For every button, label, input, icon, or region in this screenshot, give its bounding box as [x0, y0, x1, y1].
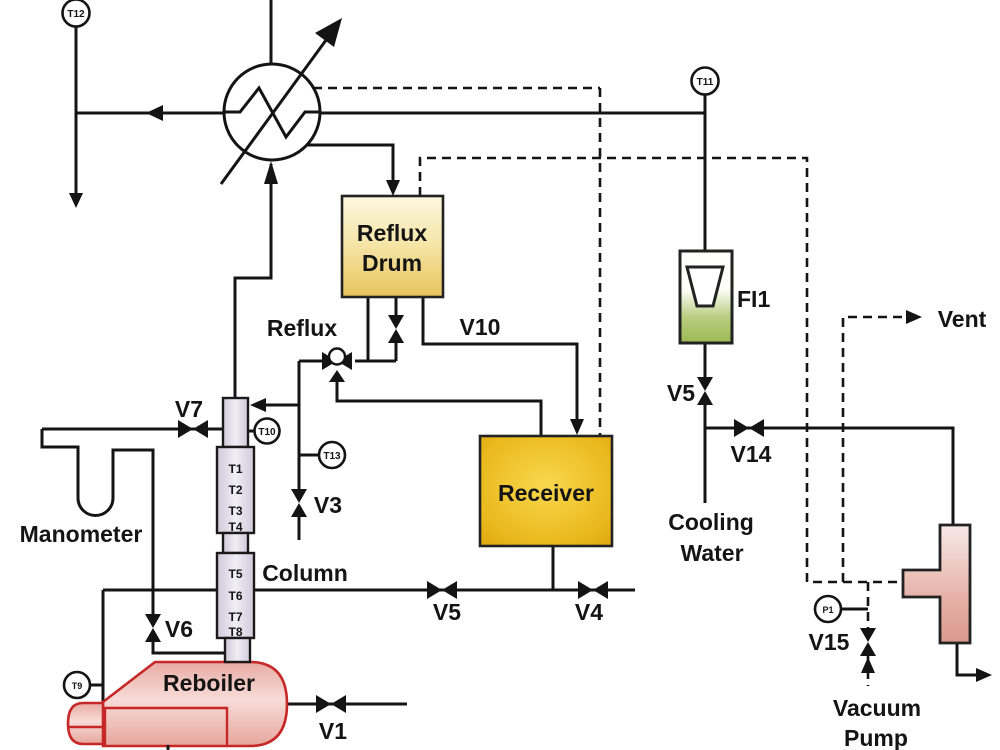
column-neck-top: [221, 396, 250, 449]
v15-label: V15: [809, 629, 850, 655]
t9-label: T9: [72, 681, 83, 691]
reflux-drum-label-2: Drum: [362, 250, 422, 276]
rotameter-float-tube: [685, 265, 725, 308]
pipe-drum-out-mid: [355, 297, 398, 363]
column-sensor-labels: T1 T2 T3 T4 T5 T6 T7 T8: [228, 462, 242, 639]
sensor-t1: T1: [228, 462, 242, 476]
column-neck-bottom: [223, 636, 252, 664]
pipe-v6-to-column: [151, 641, 225, 655]
sensor-t6: T6: [228, 589, 242, 603]
column-section-lower: [215, 551, 256, 640]
sensor-t4: T4: [228, 520, 242, 534]
valve-v5-bottom: [427, 581, 457, 599]
instrument-t11: T11: [690, 66, 720, 96]
instrument-t13: T13: [317, 440, 347, 470]
sensor-t8: T8: [228, 625, 242, 639]
receiver: [478, 434, 614, 548]
arrow-drain-down: [69, 193, 83, 208]
sensor-t7: T7: [228, 610, 242, 624]
sensor-t2: T2: [228, 483, 242, 497]
condenser-diagonal-arrow: [315, 18, 342, 47]
condenser-diagonal: [219, 35, 331, 185]
pipe-condensate-to-drum: [307, 143, 395, 190]
dashed-vent-line: [841, 315, 906, 582]
arrow-ejector-out: [976, 668, 992, 682]
t13-label: T13: [323, 451, 341, 462]
valve-v14: [734, 419, 764, 437]
reboiler-inner-shell: [103, 706, 229, 746]
pipes-solid: [40, 0, 984, 706]
equipment: [66, 18, 972, 750]
sensor-t5: T5: [228, 567, 242, 581]
instrument-t12: T12: [61, 0, 91, 28]
v4-label: V4: [575, 599, 603, 625]
valves: [145, 315, 876, 713]
pipe-column-vapor: [233, 164, 273, 399]
flow-arrows: [69, 105, 992, 682]
pipe-v14-to-ejector: [705, 426, 955, 525]
valve-v15: [860, 628, 876, 656]
reboiler-body: [101, 660, 289, 748]
dashed-condenser-to-receiver: [313, 86, 602, 435]
arrow-vacuum-up: [861, 657, 875, 673]
valve-v1: [316, 695, 346, 713]
cooling-water-label-2: Water: [680, 540, 743, 566]
arrow-reflux-into-column: [250, 398, 266, 412]
t12-label: T12: [67, 9, 85, 20]
reflux-line-label: Reflux: [267, 315, 338, 341]
v6-label: V6: [165, 616, 193, 642]
column-label: Column: [262, 560, 348, 586]
v5-bottom-label: V5: [433, 599, 461, 625]
valve-v5-cooling: [697, 377, 713, 405]
pipe-v10-to-receiver: [421, 297, 579, 428]
v14-label: V14: [731, 441, 772, 467]
valve-v7: [178, 420, 208, 438]
ejector-body: [901, 523, 972, 645]
vacuum-pump-label-1: Vacuum: [833, 695, 921, 721]
valve-v4: [578, 581, 608, 599]
manometer-label: Manometer: [20, 521, 143, 547]
valve-reflux-threeway: [322, 347, 352, 382]
pipe-threeway-left: [297, 359, 323, 540]
v1-label: V1: [319, 718, 347, 744]
v3-label: V3: [314, 492, 342, 518]
instrument-t9: T9: [62, 670, 92, 700]
valve-v6: [145, 614, 161, 642]
instrument-t10: T10: [253, 417, 281, 445]
arrow-to-vent: [906, 310, 922, 324]
v7-label: V7: [175, 396, 203, 422]
reboiler-left-cap: [66, 701, 105, 746]
reflux-drum-label-1: Reflux: [357, 220, 428, 246]
fi1-label: FI1: [737, 286, 770, 312]
t10-label: T10: [258, 427, 276, 438]
arrow-into-receiver: [570, 419, 584, 435]
v10-label: V10: [460, 314, 501, 340]
pipe-threeway-to-receiver: [335, 381, 543, 435]
sensor-t3: T3: [228, 504, 242, 518]
v5-cooling-label: V5: [667, 380, 695, 406]
valve-v3: [291, 489, 307, 517]
pipe-ejector-discharge: [955, 643, 984, 677]
arrow-coolant-out: [146, 105, 163, 121]
reflux-drum: [340, 194, 445, 299]
t11-label: T11: [697, 77, 714, 88]
p1-label: P1: [822, 605, 833, 615]
instrument-p1: P1: [813, 594, 843, 624]
vent-label: Vent: [938, 306, 987, 332]
dashed-drum-to-vacuum: [418, 156, 901, 584]
receiver-label: Receiver: [498, 480, 594, 506]
reboiler-label: Reboiler: [163, 670, 255, 696]
column-neck-mid: [221, 531, 250, 555]
pipe-manometer-utube: [40, 429, 155, 615]
instruments: T12 T11 T10 T13 T9 P1: [61, 0, 843, 700]
labels: Reflux Drum Receiver Reboiler Column Man…: [20, 220, 987, 750]
cooling-water-label-1: Cooling: [668, 509, 754, 535]
vacuum-pump-label-2: Pump: [844, 725, 908, 750]
arrow-into-condenser: [264, 161, 278, 184]
valve-drum-bottom: [388, 315, 404, 343]
pipes-dashed: [313, 86, 906, 686]
arrow-into-drum: [386, 180, 400, 196]
